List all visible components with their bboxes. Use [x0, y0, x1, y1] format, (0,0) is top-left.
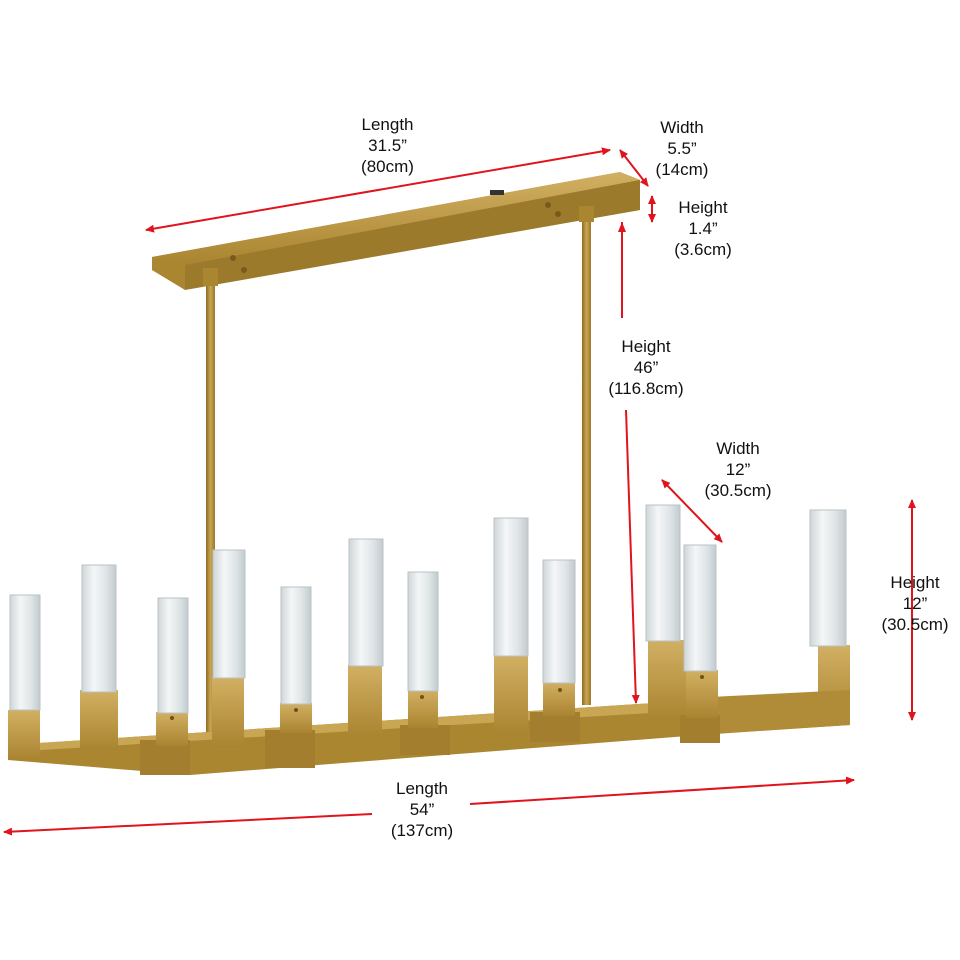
ceiling-canopy	[152, 172, 640, 290]
canopy-length-arrow	[145, 147, 611, 233]
canopy-height-imperial: 1.4”	[688, 219, 718, 238]
canopy-width-label: Width 5.5” (14cm)	[636, 117, 728, 180]
crystal-rod	[157, 597, 189, 714]
crystal-rod	[81, 564, 117, 693]
crystal-rod	[809, 509, 847, 647]
crystal-rod	[683, 544, 717, 672]
canopy-width-arrow	[619, 149, 649, 187]
crystal-rod	[542, 559, 576, 684]
canopy-length-label: Length 31.5” (80cm)	[340, 114, 435, 177]
fixture-width-title: Width	[716, 439, 760, 458]
canopy-length-metric: (80cm)	[361, 157, 414, 176]
fixture-width-label: Width 12” (30.5cm)	[690, 438, 786, 501]
overall-height-title: Height	[621, 337, 671, 356]
fixture-height-label: Height 12” (30.5cm)	[870, 572, 960, 635]
overall-height-label: Height 46” (116.8cm)	[596, 336, 696, 399]
canopy-length-imperial: 31.5”	[368, 136, 407, 155]
dimension-arrows	[3, 147, 916, 836]
canopy-length-title: Length	[361, 115, 414, 134]
fixture-length-title: Length	[396, 779, 448, 798]
canopy-width-imperial: 5.5”	[667, 139, 697, 158]
overall-height-imperial: 46”	[633, 358, 659, 377]
overall-height-arrow-bottom	[625, 409, 640, 704]
canopy-height-label: Height 1.4” (3.6cm)	[660, 197, 746, 260]
fixture-width-arrow	[661, 479, 723, 543]
crystal-rod	[493, 517, 529, 657]
fixture-height-metric: (30.5cm)	[881, 615, 949, 634]
fixture-length-label: Length 54” (137cm)	[374, 778, 470, 841]
overall-height-metric: (116.8cm)	[608, 379, 684, 398]
fixture-length-metric: (137cm)	[390, 821, 454, 840]
crystal-rod	[280, 586, 312, 705]
fixture-height-title: Height	[890, 573, 940, 592]
canopy-height-metric: (3.6cm)	[674, 240, 732, 259]
suspension-rods	[203, 206, 594, 748]
crystal-rod	[645, 504, 681, 642]
fixture-frame	[8, 640, 850, 775]
crystal-rods	[9, 504, 847, 714]
crystal-rod	[348, 538, 384, 667]
fixture-length-arrow-right	[469, 776, 855, 805]
crystal-rod	[212, 549, 246, 679]
crystal-rod	[9, 594, 41, 711]
fixture-height-imperial: 12”	[902, 594, 928, 613]
fixture-width-metric: (30.5cm)	[704, 481, 772, 500]
fixture-length-imperial: 54”	[409, 800, 435, 819]
fixture-width-imperial: 12”	[725, 460, 751, 479]
fixture-length-arrow-left	[3, 813, 373, 836]
canopy-width-metric: (14cm)	[655, 160, 709, 179]
crystal-rod	[407, 571, 439, 692]
canopy-height-title: Height	[678, 198, 728, 217]
canopy-width-title: Width	[660, 118, 704, 137]
